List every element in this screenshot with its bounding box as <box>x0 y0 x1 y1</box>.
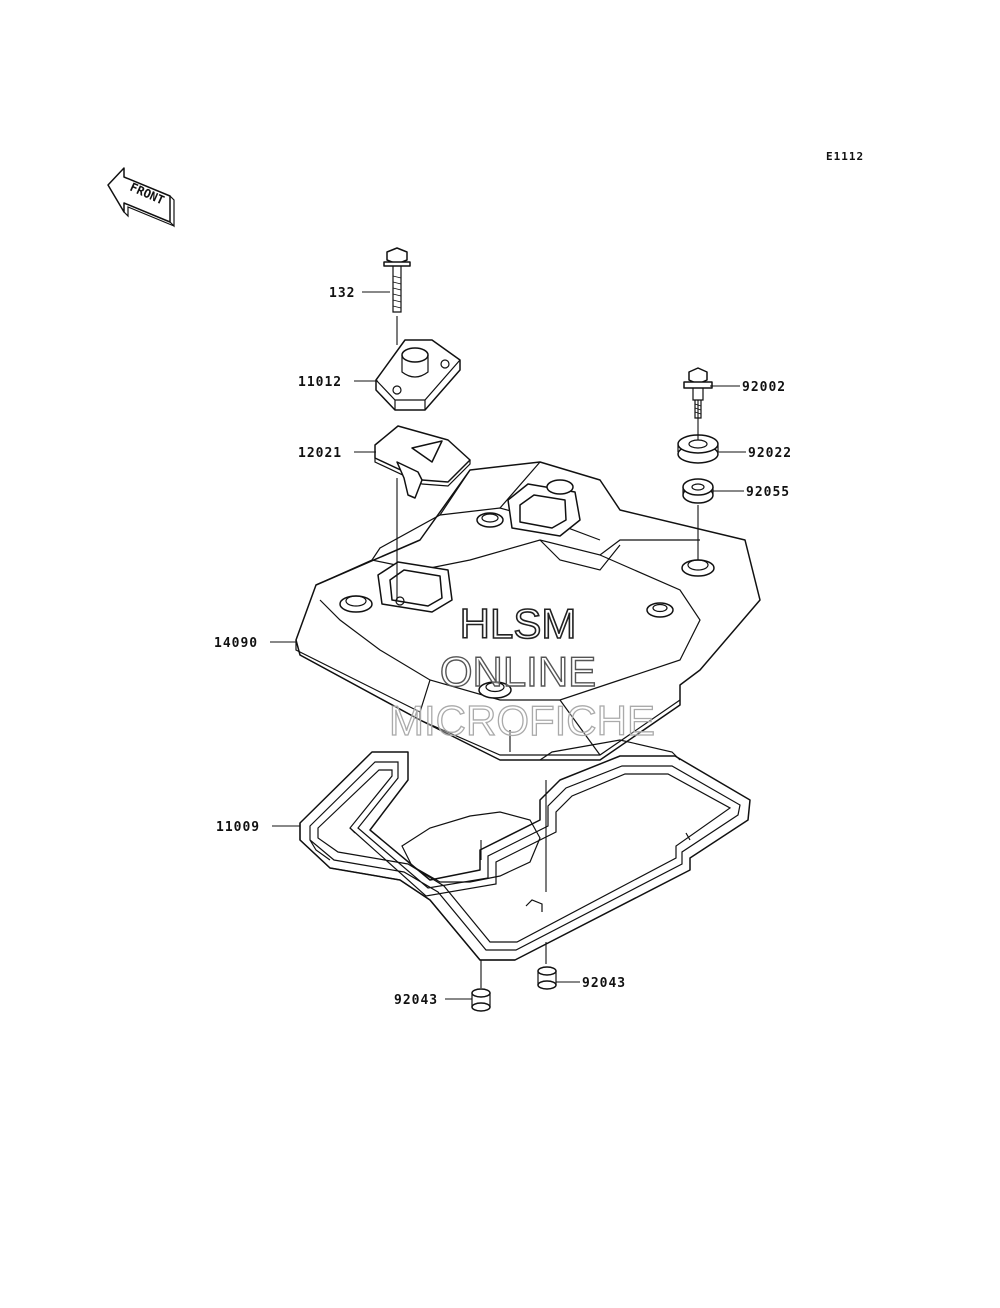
part-label-11009[interactable]: 11009 <box>216 820 260 835</box>
part-label-92043-right[interactable]: 92043 <box>582 976 626 991</box>
part-label-92022[interactable]: 92022 <box>748 446 792 461</box>
watermark-line-1: HLSM <box>460 600 577 647</box>
breather-cover-11012-icon <box>375 339 461 411</box>
watermark: HLSM ONLINE MICROFICHE <box>388 599 655 744</box>
diagram-code: E1112 <box>826 150 864 163</box>
front-arrow-icon: FRONT <box>107 167 175 228</box>
assembly-lines <box>396 316 699 988</box>
part-label-14090[interactable]: 14090 <box>214 636 258 651</box>
plate-12021-icon <box>374 425 471 499</box>
gasket-11009-icon <box>299 739 751 961</box>
watermark-line-3: MICROFICHE <box>389 697 655 744</box>
part-label-12021[interactable]: 12021 <box>298 446 342 461</box>
dowel-pin-92043-left-icon <box>471 988 491 1012</box>
watermark-line-2: ONLINE <box>440 648 596 695</box>
part-label-92002[interactable]: 92002 <box>742 380 786 395</box>
leader-lines <box>270 291 746 1000</box>
part-label-132[interactable]: 132 <box>329 286 355 301</box>
part-label-92043-left[interactable]: 92043 <box>394 993 438 1008</box>
part-label-92055[interactable]: 92055 <box>746 485 790 500</box>
part-label-11012[interactable]: 11012 <box>298 375 342 390</box>
washer-92022-icon <box>677 434 719 464</box>
grommet-92055-icon <box>682 478 714 504</box>
dowel-pin-92043-right-icon <box>537 966 557 990</box>
bolt-132-icon <box>383 247 411 313</box>
